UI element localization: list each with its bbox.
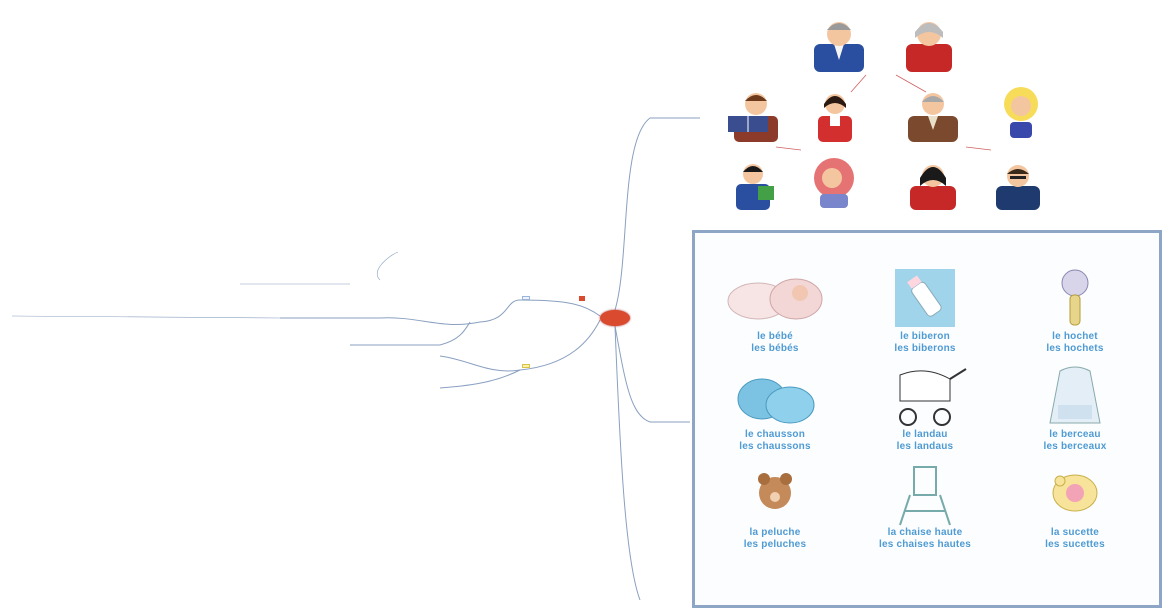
baby-item-plural: les sucettes <box>1045 539 1105 550</box>
grandfather-icon <box>814 22 864 72</box>
highchair-icon <box>870 463 980 527</box>
baby-item-singular: le bébé <box>757 331 793 342</box>
pacifier-icon <box>1020 463 1130 527</box>
baby-item-singular: la sucette <box>1050 527 1100 538</box>
connector-bottom <box>614 325 641 601</box>
baby-item-plural: les hochets <box>1046 343 1104 354</box>
baby-item-plural: les bébés <box>751 343 799 354</box>
baby-item-singular: le landau <box>902 429 948 440</box>
connector-bebe <box>614 325 690 423</box>
baby-item-singular: le hochet <box>1052 331 1098 342</box>
bottle-icon <box>870 267 980 331</box>
baby-item-singular: le biberon <box>900 331 950 342</box>
branch-left-yellow[interactable] <box>522 364 530 368</box>
cradle-icon <box>1020 365 1130 429</box>
baby-item-singular: la peluche <box>749 527 801 538</box>
cousine-icon <box>910 165 956 210</box>
family-connectors <box>775 74 992 151</box>
family-tree-image <box>706 0 1076 225</box>
baby-item-plural: les berceaux <box>1043 441 1107 452</box>
connector-famille <box>614 117 700 311</box>
uncle-icon <box>908 93 958 142</box>
mother-icon <box>818 94 852 142</box>
branch-left-upper[interactable] <box>522 296 530 300</box>
baby-item-plural: les landaus <box>896 441 954 452</box>
baby-item-plural: les biberons <box>894 343 956 354</box>
booties-icon <box>720 365 830 429</box>
daughter-icon <box>814 158 854 208</box>
aunt-icon <box>1004 87 1038 138</box>
stroller-icon <box>870 365 980 429</box>
rattle-icon <box>1020 267 1130 331</box>
baby-item-singular: le berceau <box>1049 429 1101 440</box>
baby-item-plural: les chaussons <box>739 441 811 452</box>
grandmother-icon <box>906 22 952 72</box>
baby-item-plural: les peluches <box>743 539 807 550</box>
father-icon <box>728 93 778 142</box>
son-icon <box>736 164 774 210</box>
baby-item-singular: le chausson <box>745 429 805 440</box>
baby-item-singular: la chaise haute <box>887 527 963 538</box>
baby-icon <box>720 267 830 331</box>
center-node[interactable] <box>600 310 630 326</box>
connector-left-yellow <box>519 319 601 371</box>
baby-item-plural: les chaises hautes <box>879 539 971 550</box>
teddy-icon <box>720 463 830 527</box>
cousin-icon <box>996 165 1040 210</box>
connector-left-upper <box>519 299 601 317</box>
